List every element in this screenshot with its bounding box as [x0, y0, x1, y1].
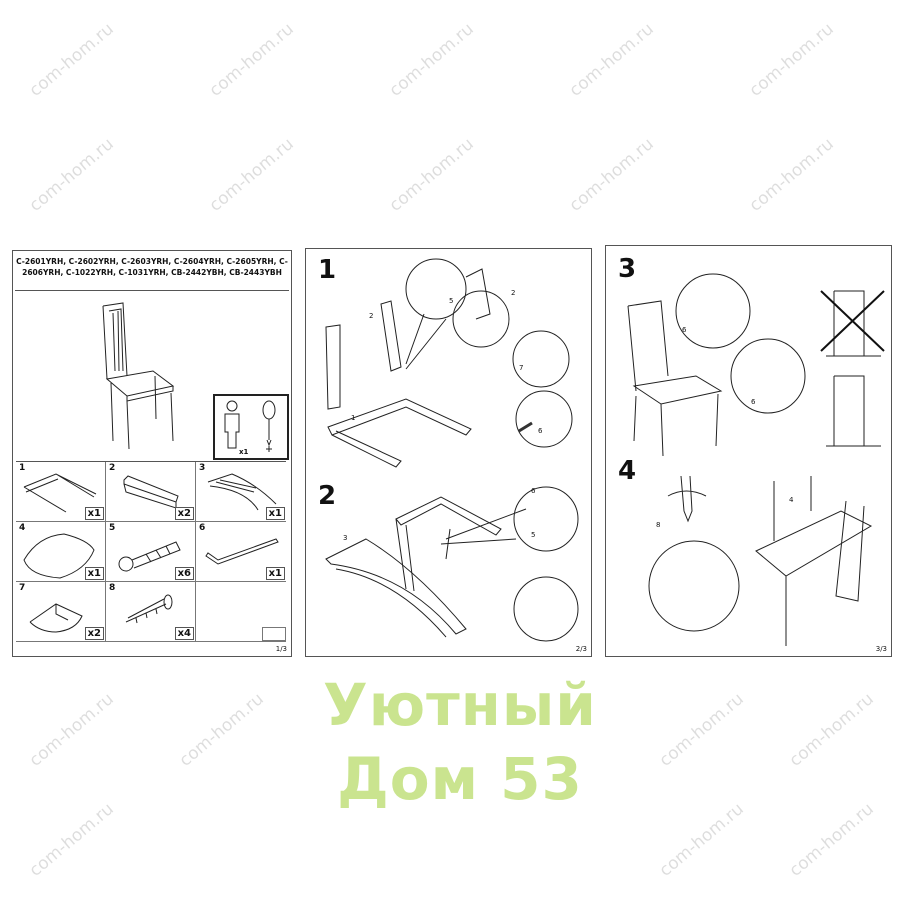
site-watermark: com-hom.ru — [205, 19, 298, 101]
part-5: 5 x6 — [106, 522, 196, 582]
part-2: 2 x2 — [106, 462, 196, 522]
site-watermark: com-hom.ru — [745, 134, 838, 216]
chair-illustration — [102, 302, 175, 450]
callout-3: 3 — [343, 534, 348, 542]
page-number: 1/3 — [275, 645, 287, 653]
callout-5: 5 — [449, 297, 454, 305]
site-watermark: com-hom.ru — [385, 134, 478, 216]
step-4-diagram — [648, 475, 873, 646]
person-qty: x1 — [239, 448, 249, 456]
callout-6: 6 — [538, 427, 543, 435]
site-watermark: com-hom.ru — [25, 799, 118, 881]
part-1: 1 x1 — [16, 462, 106, 522]
site-watermark: com-hom.ru — [25, 689, 118, 771]
screwdriver-icon — [262, 400, 276, 452]
step-1-diagram — [325, 258, 573, 468]
step-3-number: 3 — [618, 254, 637, 284]
step-1-number: 1 — [318, 255, 337, 285]
callout-2b: 2 — [511, 289, 516, 297]
site-watermark: com-hom.ru — [175, 689, 268, 771]
callout-5b: 5 — [531, 531, 536, 539]
site-watermark: com-hom.ru — [565, 19, 658, 101]
callout-6b: 6 — [531, 487, 536, 495]
empty-cell — [196, 582, 286, 642]
callout-8: 8 — [656, 521, 661, 529]
part-6: 6 x1 — [196, 522, 286, 582]
callout-6: 6 — [682, 326, 687, 334]
assembly-steps-1-2-page: 1 2 1 2 5 2 7 6 6 5 3 2/3 — [305, 248, 592, 657]
site-watermark: com-hom.ru — [745, 19, 838, 101]
site-watermark: com-hom.ru — [25, 134, 118, 216]
person-icon — [224, 400, 240, 449]
step-4-number: 4 — [618, 456, 637, 486]
assembly-steps-3-4-page: 3 4 6 6 8 4 3/3 — [605, 245, 892, 657]
model-list: C-2601YRH, C-2602YRH, C-2603YRH, C-2604Y… — [15, 253, 289, 291]
site-watermark: com-hom.ru — [205, 134, 298, 216]
part-7: 7 x2 — [16, 582, 106, 642]
step-3-diagram — [627, 273, 885, 456]
step-2-number: 2 — [318, 481, 337, 511]
callout-7: 7 — [519, 364, 524, 372]
step-2-diagram — [325, 486, 579, 642]
part-4: 4 x1 — [16, 522, 106, 582]
part-8: 8 x4 — [106, 582, 196, 642]
parts-list-page: C-2601YRH, C-2602YRH, C-2603YRH, C-2604Y… — [12, 250, 292, 657]
site-watermark: com-hom.ru — [385, 19, 478, 101]
site-watermark: com-hom.ru — [785, 689, 878, 771]
callout-4: 4 — [789, 496, 794, 504]
site-watermark: com-hom.ru — [25, 19, 118, 101]
site-watermark: com-hom.ru — [785, 799, 878, 881]
site-watermark: com-hom.ru — [565, 134, 658, 216]
site-watermark: com-hom.ru — [655, 689, 748, 771]
page-number: 3/3 — [875, 645, 887, 653]
site-watermark: com-hom.ru — [655, 799, 748, 881]
callout-1: 1 — [351, 414, 356, 422]
callout-6b: 6 — [751, 398, 756, 406]
parts-grid: 1 x1 2 x2 3 x1 4 x1 5 x6 6 x1 7 x2 8 x4 — [16, 461, 286, 642]
callout-2: 2 — [369, 312, 374, 320]
part-3: 3 x1 — [196, 462, 286, 522]
page-number: 2/3 — [575, 645, 587, 653]
tools-required-box: x1 — [213, 394, 289, 460]
